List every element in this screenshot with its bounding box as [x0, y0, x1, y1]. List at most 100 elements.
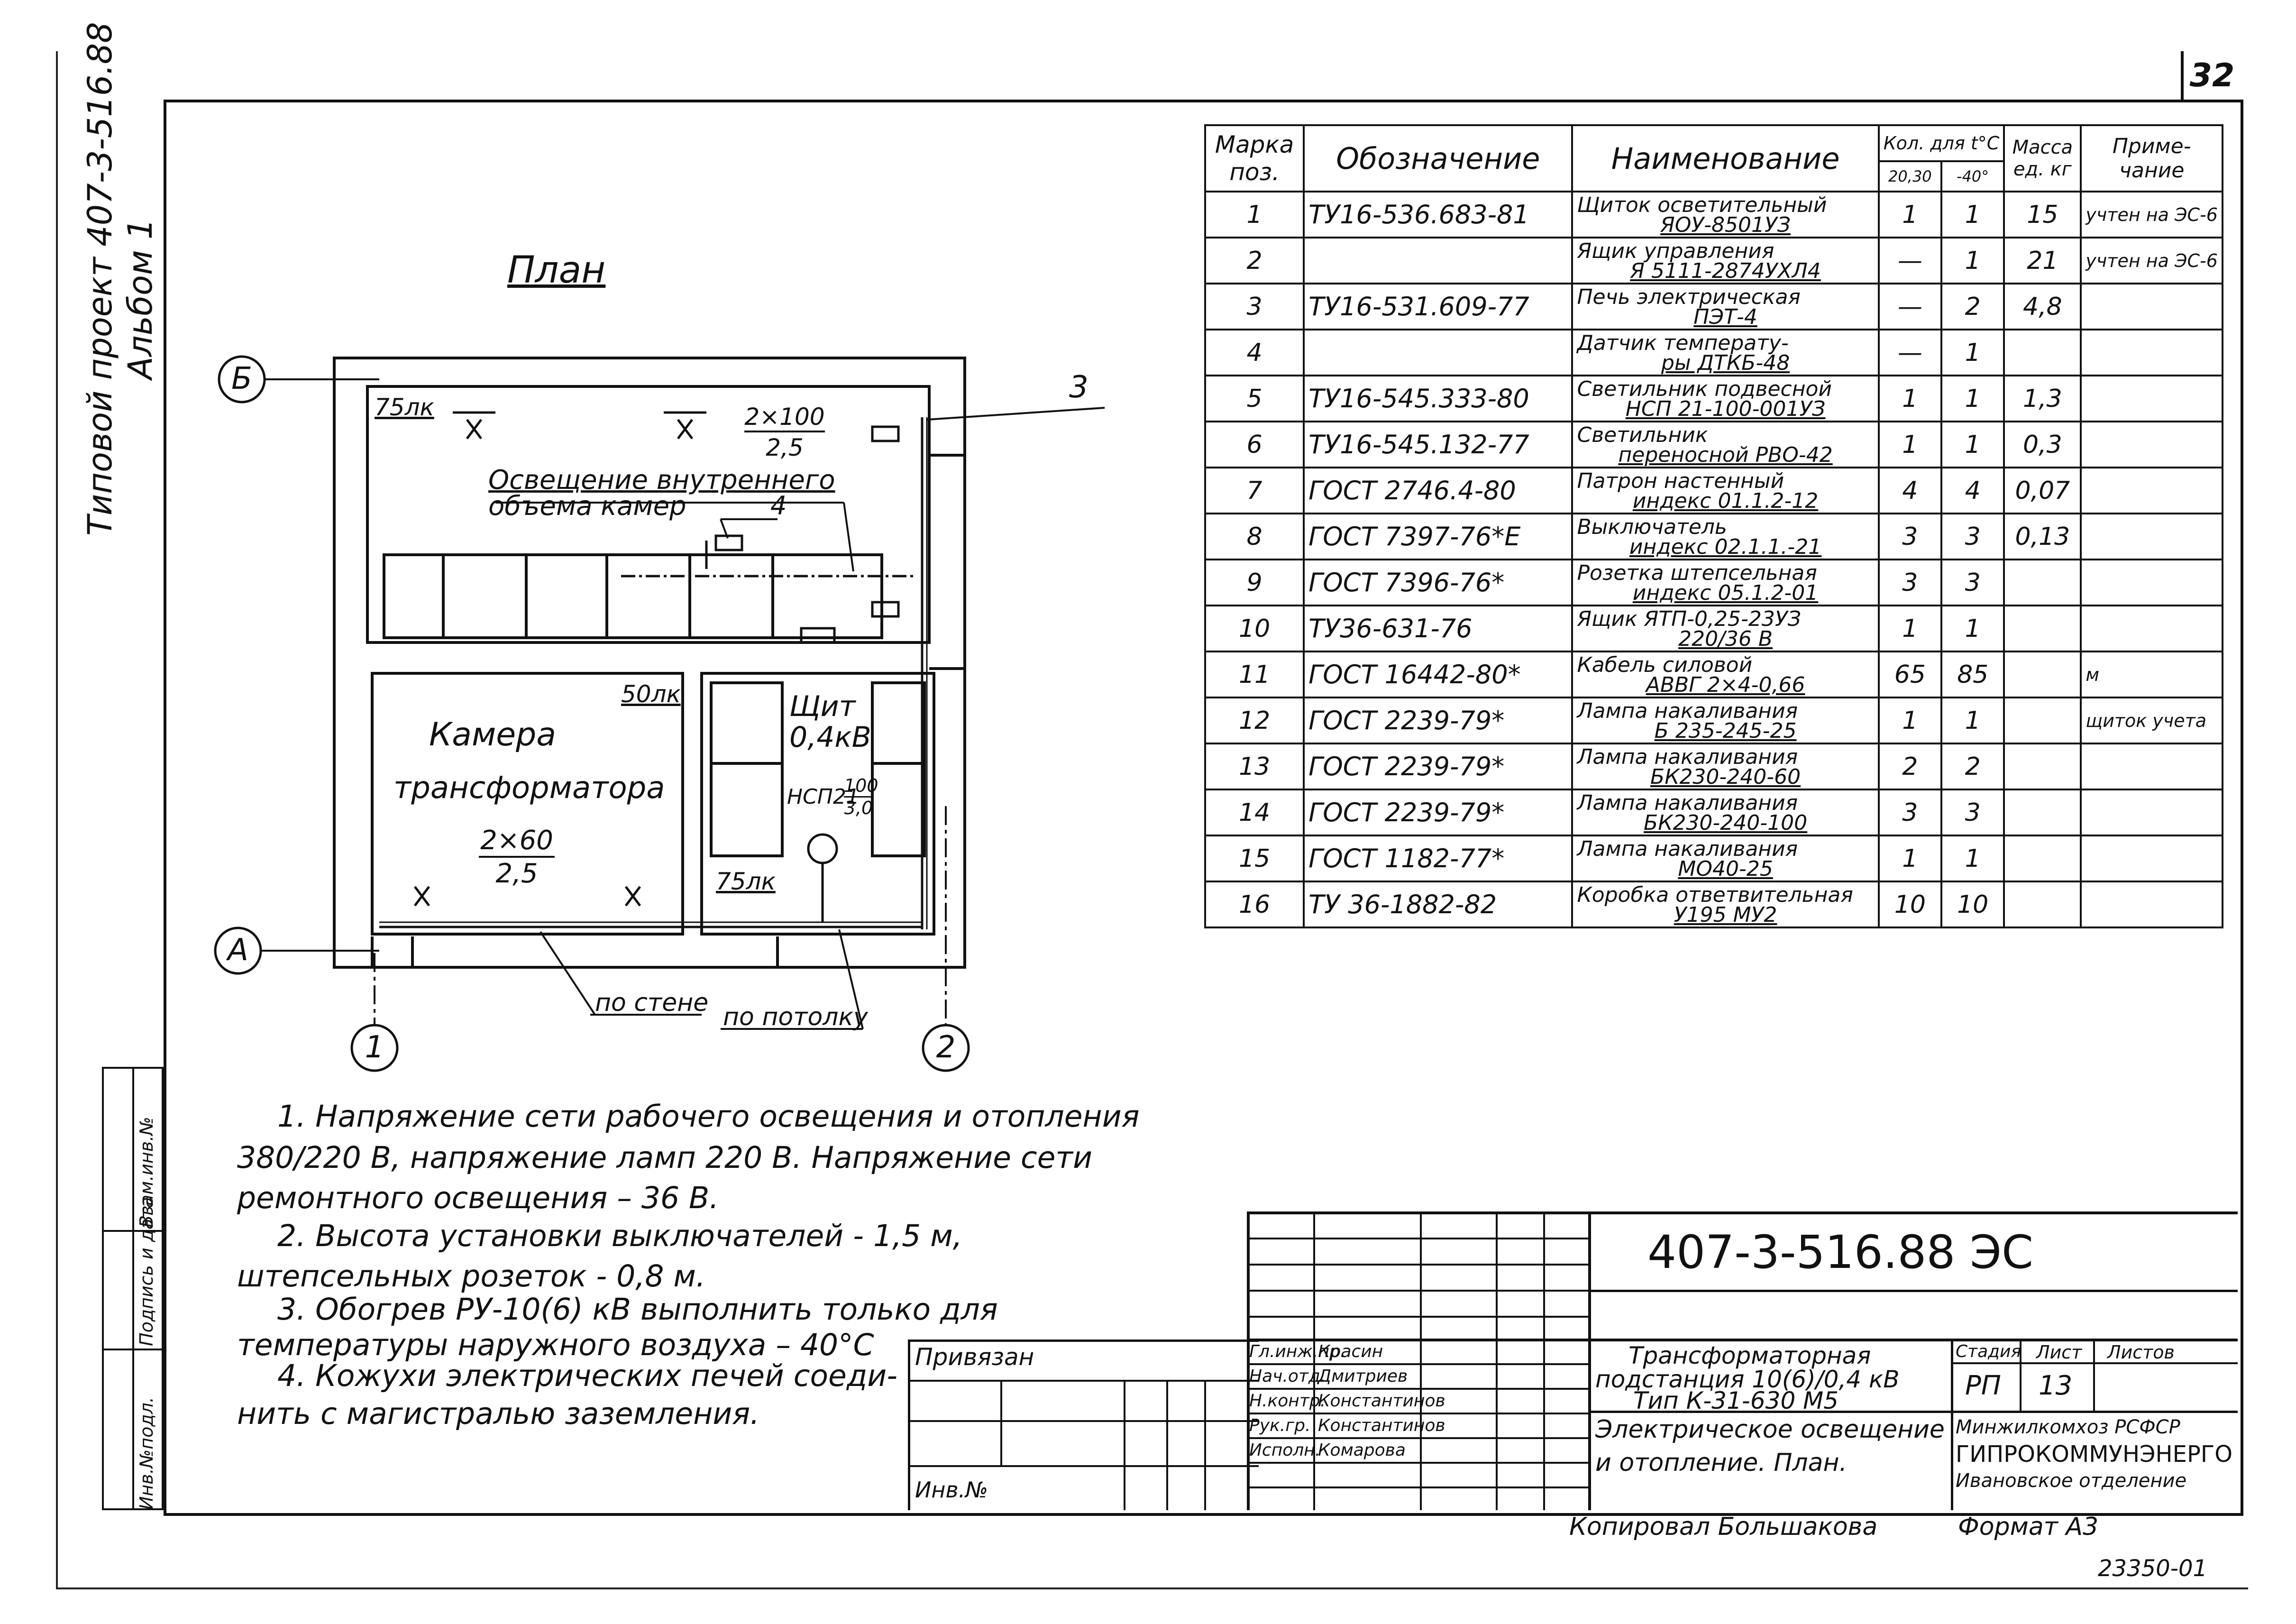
row-name: Датчик температу-ры ДТКБ-48	[1571, 329, 1880, 376]
format-label: Формат А3	[1958, 1513, 2099, 1541]
header-qty: Кол. для t°C	[1877, 124, 2005, 162]
lamp-top-denominator: 2,5	[766, 434, 804, 461]
floor-plan	[214, 285, 1105, 1072]
row-mass: 15	[2003, 191, 2082, 239]
nsp-number: 100	[844, 775, 878, 798]
signature-name: Комарова	[1318, 1440, 1406, 1460]
lamp-top-number: 2×100	[744, 403, 825, 432]
row-qty-20-30: —	[1877, 329, 1943, 376]
row-mark: 16	[1204, 881, 1305, 928]
org-line1: Минжилкомхоз РСФСР	[1956, 1416, 2180, 1438]
row-designation: ГОСТ 2239-79*	[1303, 789, 1573, 836]
row-note	[2080, 559, 2223, 606]
row-qty-40: 85	[1940, 651, 2005, 698]
row-designation: ТУ 36-1882-82	[1303, 881, 1573, 928]
row-qty-20-30: 1	[1877, 835, 1943, 882]
row-mass: 4,8	[2003, 283, 2082, 330]
row-mass	[2003, 651, 2082, 698]
row-designation	[1303, 329, 1573, 376]
row-qty-20-30: —	[1877, 283, 1943, 330]
wall-route-label: по стене	[595, 989, 709, 1017]
row-mass	[2003, 789, 2082, 836]
row-designation: ТУ16-545.132-77	[1303, 421, 1573, 468]
row-note: м	[2080, 651, 2223, 698]
row-mark: 10	[1204, 605, 1305, 652]
room-label-line2: трансформатора	[393, 771, 665, 806]
row-note	[2080, 513, 2223, 560]
row-mark: 12	[1204, 697, 1305, 744]
copied-by: Копировал Большакова	[1569, 1513, 1878, 1541]
object-line3: Тип К-31-630 М5	[1633, 1387, 1839, 1414]
row-name-line2: индекс 05.1.2-01	[1632, 580, 1819, 605]
row-designation: ТУ36-631-76	[1303, 605, 1573, 652]
row-qty-20-30: 1	[1877, 605, 1943, 652]
row-name-line1: Патрон настенный	[1577, 468, 1784, 493]
row-designation: ТУ16-536.683-81	[1303, 191, 1573, 239]
row-qty-20-30: 65	[1877, 651, 1943, 698]
signature-role: Н.контр.	[1249, 1391, 1326, 1411]
row-name-line2: ры ДТКБ-48	[1661, 350, 1790, 375]
row-name-line1: Лампа накаливания	[1577, 744, 1798, 769]
list-value: 13	[2039, 1370, 2073, 1401]
row-name-line2: АВВГ 2×4-0,66	[1646, 672, 1805, 697]
row-qty-40: 3	[1940, 559, 2005, 606]
row-qty-20-30: 3	[1877, 559, 1943, 606]
row-designation: ГОСТ 2239-79*	[1303, 697, 1573, 744]
room-label-line1: Камера	[429, 716, 556, 753]
row-qty-40: 2	[1940, 283, 2005, 330]
row-designation: ГОСТ 7396-76*	[1303, 559, 1573, 606]
row-name-line2: ПЭТ-4	[1693, 304, 1757, 329]
row-qty-40: 1	[1940, 191, 2005, 239]
row-qty-40: 4	[1940, 467, 2005, 514]
row-qty-20-30: 3	[1877, 789, 1943, 836]
row-mass	[2003, 605, 2082, 652]
row-qty-40: 1	[1940, 237, 2005, 284]
row-name-line2: Б 235-245-25	[1654, 718, 1797, 743]
note-3-line1: 3. Обогрев РУ-10(6) кВ выполнить только …	[277, 1292, 998, 1327]
row-note	[2080, 835, 2223, 882]
row-mark: 6	[1204, 421, 1305, 468]
signature-role: Исполн.	[1249, 1440, 1321, 1460]
row-mass: 0,3	[2003, 421, 2082, 468]
list-label: Лист	[2036, 1342, 2082, 1363]
row-note: щиток учета	[2080, 697, 2223, 744]
row-name-line1: Печь электрическая	[1577, 284, 1801, 309]
row-qty-20-30: —	[1877, 237, 1943, 284]
note-4-line1: 4. Кожухи электрических печей соеди-	[277, 1358, 897, 1393]
signature-role: Гл.инж.пр.	[1249, 1342, 1346, 1361]
signature-name: Константинов	[1318, 1416, 1445, 1435]
row-name-line1: Ящик ЯТП-0,25-23УЗ	[1577, 606, 1801, 631]
row-qty-20-30: 10	[1877, 881, 1943, 928]
nsp-denominator: 3,0	[844, 798, 873, 818]
signature-role: Нач.отд.	[1249, 1367, 1326, 1386]
row-name-line1: Розетка штепсельная	[1577, 560, 1817, 585]
row-qty-40: 1	[1940, 835, 2005, 882]
row-note	[2080, 467, 2223, 514]
shield-label-line2: 0,4кВ	[789, 721, 871, 754]
row-name-line1: Лампа накаливания	[1577, 790, 1798, 815]
lighting-label-line1: Освещение внутреннего	[488, 465, 835, 495]
row-designation: ГОСТ 2239-79*	[1303, 743, 1573, 790]
row-mark: 2	[1204, 237, 1305, 284]
row-qty-40: 3	[1940, 789, 2005, 836]
lux-top: 75лк	[375, 394, 434, 421]
row-name-line1: Светильник подвесной	[1577, 376, 1832, 401]
header-qty-col2: -40°	[1940, 160, 2005, 193]
lighting-label-line2: объема камер	[488, 491, 686, 522]
axis-a-label: А	[228, 933, 248, 968]
row-name-line2: МО40-25	[1678, 856, 1773, 881]
